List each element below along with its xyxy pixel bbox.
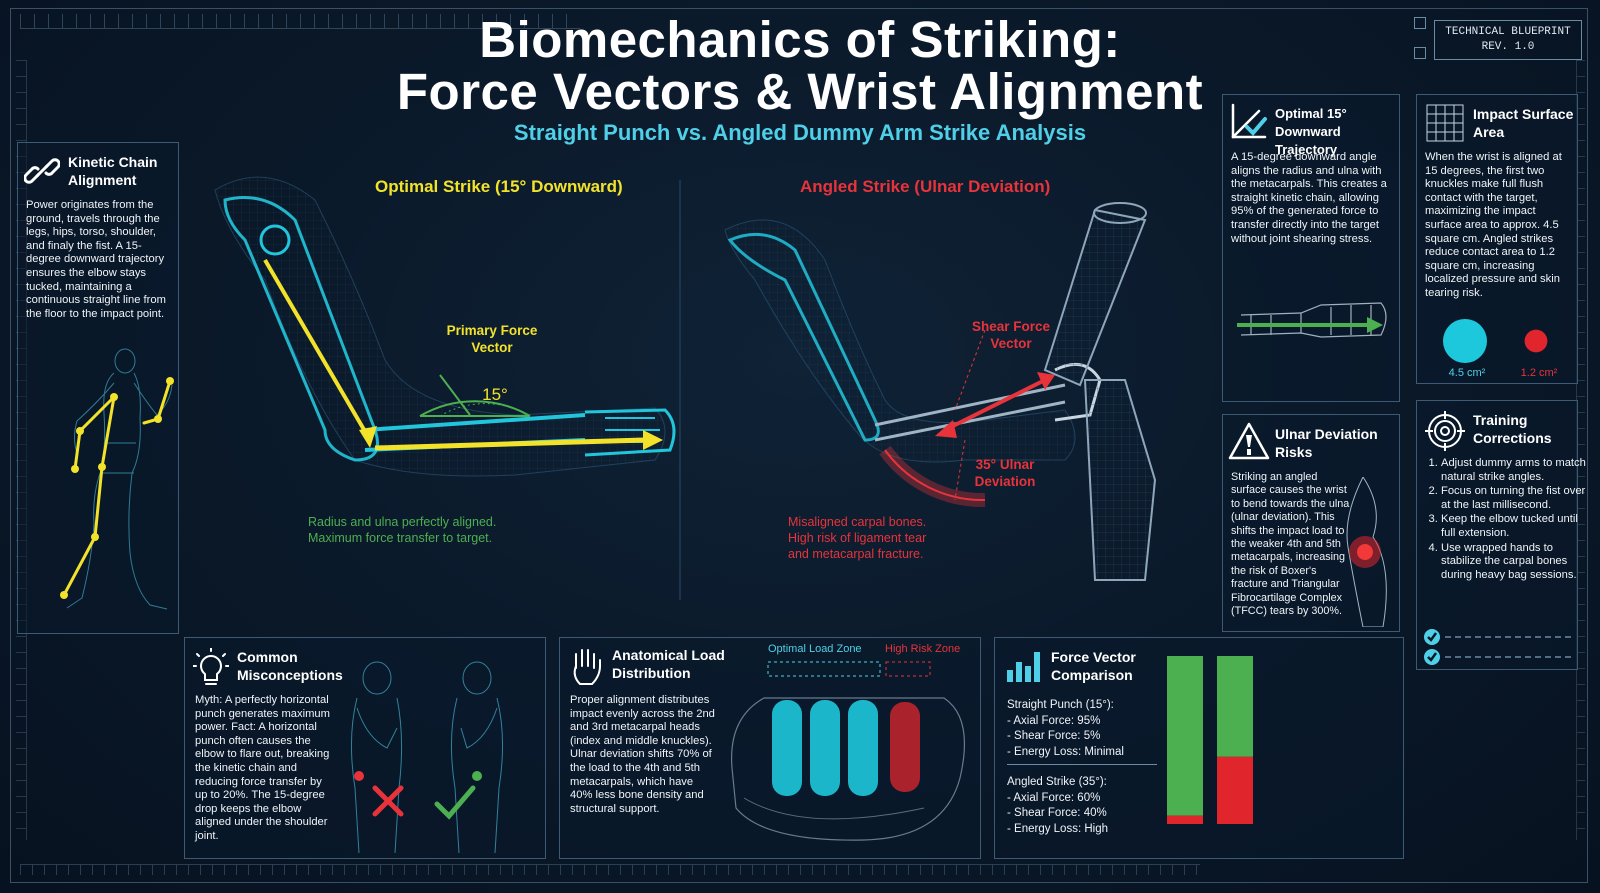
force-comparison-title: Force Vector Comparison xyxy=(1051,649,1136,683)
load-distribution-title: Anatomical Load Distribution xyxy=(612,647,725,681)
risk-zone-label: High Risk Zone xyxy=(885,643,961,655)
training-step: Keep the elbow tucked until full extensi… xyxy=(1441,513,1587,540)
aligned-wrist-illustration xyxy=(1237,302,1387,338)
misconceptions-title: Common Misconceptions xyxy=(237,649,343,683)
corner-mark-icon xyxy=(1414,47,1426,59)
revision-tag-line-2: REV. 1.0 xyxy=(1481,41,1535,53)
revision-tag-line-1: TECHNICAL BLUEPRINT xyxy=(1445,26,1571,38)
force-stacked-bar-chart xyxy=(1167,656,1253,824)
training-step: Focus on turning the fist over at the la… xyxy=(1441,485,1587,512)
angled-caption-line-3: and metacarpal fracture. xyxy=(788,547,924,561)
shear-force-vector xyxy=(935,329,1055,438)
warning-triangle-icon xyxy=(1228,422,1270,460)
kinetic-chain-title: Kinetic Chain Alignment xyxy=(68,154,158,188)
shear-force-label: Shear Force Vector xyxy=(971,319,1051,351)
bar-axial-force xyxy=(1217,656,1253,757)
contact-area-comparison xyxy=(1443,319,1548,363)
knuckle-load-illustration xyxy=(731,661,966,841)
impact-surface-title: Impact Surface Area xyxy=(1473,106,1574,140)
corner-mark-icon xyxy=(1414,17,1426,29)
training-panel: Training Corrections Adjust dummy arms t… xyxy=(1416,400,1586,670)
primary-force-vector xyxy=(263,258,663,451)
ulnar-risks-body: Striking an angled surface causes the wr… xyxy=(1231,471,1350,618)
angled-item: - Energy Loss: High xyxy=(1007,822,1108,835)
wooden-dummy-arm xyxy=(1043,202,1157,581)
angled-item: - Shear Force: 40% xyxy=(1007,807,1107,819)
straight-item: - Shear Force: 5% xyxy=(1007,730,1101,742)
bar-shear-force xyxy=(1167,815,1203,824)
bottom-ruler xyxy=(20,864,1200,875)
title-line-2: Force Vectors & Wrist Alignment xyxy=(396,63,1204,120)
strike-comparison-diagram xyxy=(214,176,1157,600)
lightbulb-icon xyxy=(193,648,229,685)
protractor-15 xyxy=(419,374,531,417)
optimal-zone-label: Optimal Load Zone xyxy=(768,643,862,655)
ulnar-deviation-arc xyxy=(879,439,986,508)
angled-caption-line-1: Misaligned carpal bones. xyxy=(788,515,927,529)
cross-icon xyxy=(372,785,404,817)
top-ruler xyxy=(20,14,580,29)
target-icon xyxy=(1425,411,1465,451)
hand-icon xyxy=(573,649,601,685)
misconceptions-panel: Common Misconceptions Myth: A perfectly … xyxy=(184,637,546,859)
ulnar-deviation-label: 35° Ulnar Deviation xyxy=(974,457,1036,489)
checklist-marks xyxy=(1424,629,1571,665)
angled-strike-heading: Angled Strike (Ulnar Deviation) xyxy=(800,177,1051,196)
optimal-trajectory-panel: Optimal 15° Downward Trajectory A 15-deg… xyxy=(1222,94,1400,402)
page-subtitle: Straight Punch vs. Angled Dummy Arm Stri… xyxy=(513,120,1087,145)
injured-wrist-illustration xyxy=(1346,477,1387,627)
training-steps: Adjust dummy arms to match natural strik… xyxy=(1425,457,1587,583)
angled-heading: Angled Strike (35°): xyxy=(1007,776,1107,788)
straight-item: - Energy Loss: Minimal xyxy=(1007,745,1124,758)
angled-caption-line-2: High risk of ligament tear xyxy=(788,531,927,545)
trajectory-check-icon xyxy=(1231,103,1267,139)
training-step: Adjust dummy arms to match natural strik… xyxy=(1441,457,1587,484)
optimal-caption: Radius and ulna perfectly aligned. Maxim… xyxy=(308,514,498,546)
revision-tag: TECHNICAL BLUEPRINT REV. 1.0 xyxy=(1434,20,1582,60)
training-title: Training Corrections xyxy=(1473,412,1552,446)
force-comparison-text: Straight Punch (15°): - Axial Force: 95%… xyxy=(1007,698,1157,837)
impact-surface-body: When the wrist is aligned at 15 degrees,… xyxy=(1425,151,1562,299)
training-step: Use wrapped hands to stabilize the carpa… xyxy=(1441,542,1587,583)
primary-force-vector-label: Primary Force Vector xyxy=(446,323,538,355)
impact-surface-panel: Impact Surface Area When the wrist is al… xyxy=(1416,94,1578,384)
bar-axial-force xyxy=(1167,656,1203,816)
force-comparison-panel: Force Vector Comparison Straight Punch (… xyxy=(994,637,1404,859)
posture-comparison-figures xyxy=(350,661,504,853)
load-distribution-panel: Anatomical Load Distribution Proper alig… xyxy=(559,637,981,859)
bar-shear-force xyxy=(1217,756,1253,824)
straight-item: - Axial Force: 95% xyxy=(1007,714,1101,727)
large-contact-area-circle xyxy=(1443,319,1487,363)
page-title: Biomechanics of Striking: Force Vectors … xyxy=(300,14,1300,118)
chain-link-icon xyxy=(24,158,60,184)
kinetic-chain-panel: Kinetic Chain Alignment Power originates… xyxy=(17,142,179,634)
optimal-caption-line-2: Maximum force transfer to target. xyxy=(308,531,493,545)
blueprint-frame xyxy=(10,8,1588,883)
optimal-strike-heading: Optimal Strike (15° Downward) xyxy=(375,177,623,196)
angled-item: - Axial Force: 60% xyxy=(1007,791,1101,804)
ulnar-risks-panel: Ulnar Deviation Risks Striking an angled… xyxy=(1222,414,1400,632)
angled-caption: Misaligned carpal bones. High risk of li… xyxy=(788,514,948,562)
divider xyxy=(1007,764,1157,765)
misconceptions-body: Myth: A perfectly horizontal punch gener… xyxy=(195,694,330,842)
straight-heading: Straight Punch (15°): xyxy=(1007,699,1114,711)
kinetic-chain-figure xyxy=(60,348,174,610)
optimal-trajectory-title: Optimal 15° Downward Trajectory xyxy=(1275,106,1347,157)
small-area-label: 1.2 cm² xyxy=(1520,367,1558,379)
bar-chart-icon xyxy=(1007,652,1040,682)
ulnar-risks-title: Ulnar Deviation Risks xyxy=(1275,426,1378,460)
large-area-label: 4.5 cm² xyxy=(1448,367,1486,379)
grid-icon xyxy=(1426,104,1464,142)
angle-15-label: 15° xyxy=(482,385,508,404)
check-icon xyxy=(434,785,476,820)
title-line-1: Biomechanics of Striking: xyxy=(479,11,1121,68)
kinetic-chain-body: Power originates from the ground, travel… xyxy=(26,199,166,320)
optimal-caption-line-1: Radius and ulna perfectly aligned. xyxy=(308,515,497,529)
optimal-trajectory-body: A 15-degree downward angle aligns the ra… xyxy=(1231,151,1387,245)
load-distribution-body: Proper alignment distributes impact even… xyxy=(570,694,715,815)
small-contact-area-circle xyxy=(1524,329,1548,353)
